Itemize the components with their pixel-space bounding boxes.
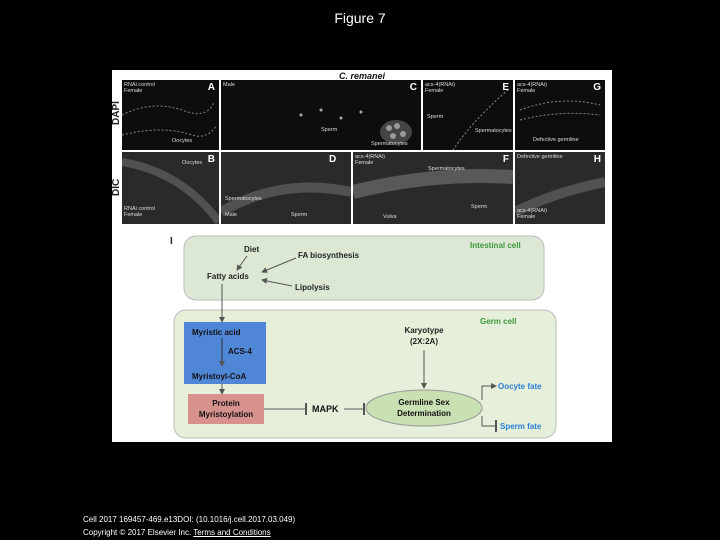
micrograph-panel-d: D Spermatocytes Male Sperm: [221, 152, 351, 224]
panel-b-line1: RNAi control: [124, 206, 155, 212]
micrograph-panel-h: Defective germline H acs-4(RNAi) Female: [515, 152, 605, 224]
karyotype-line2: (2X:2A): [410, 337, 438, 346]
karyotype-line1: Karyotype: [404, 326, 444, 335]
panel-a-letter: A: [207, 82, 215, 93]
protein-label-line2: Myristoylation: [199, 410, 253, 419]
myristic-acid-box: [184, 322, 266, 384]
micrograph-panel-f: acs-4(RNAi) Female F Spermatocytes Sperm…: [353, 152, 513, 224]
germline-line1: Germline Sex: [398, 398, 450, 407]
page-title: Figure 7: [334, 10, 386, 26]
diet-label: Diet: [244, 245, 259, 254]
panel-c-letter: C: [409, 82, 417, 93]
panel-b-letter: B: [207, 154, 215, 165]
pathway-diagram: I Intestinal cell Diet FA biosynthesis F…: [170, 235, 557, 439]
intestinal-cell-box: [183, 235, 545, 301]
panel-e-line1: acs-4(RNAi): [425, 82, 455, 88]
protein-label-line1: Protein: [212, 399, 240, 408]
panel-a-line1: RNAi control: [124, 82, 155, 88]
row-label-dic: DIC: [111, 178, 122, 196]
panel-b-top: Oocytes: [182, 160, 203, 166]
panel-e-letter: E: [502, 82, 509, 93]
micrograph-panel-b: Oocytes B RNAi control Female: [122, 152, 219, 224]
micrograph-panel-c: Male C Sperm Spermatocytes: [221, 80, 421, 150]
panel-g-line2: Female: [517, 88, 536, 94]
myristic-acid-label: Myristic acid: [192, 328, 241, 337]
panel-d-note1: Spermatocytes: [225, 196, 262, 202]
panel-f-note2: Sperm: [471, 204, 488, 210]
copyright-line: Copyright © 2017 Elsevier Inc. Terms and…: [83, 528, 271, 537]
panel-i-letter: I: [170, 236, 173, 247]
mapk-label: MAPK: [312, 404, 339, 414]
row-label-dapi: DAPI: [111, 101, 122, 125]
germline-outline: [519, 100, 601, 121]
germline-outline: [122, 101, 218, 137]
intestinal-cell-label: Intestinal cell: [470, 241, 521, 250]
panel-g-letter: G: [593, 82, 601, 93]
worm-body: [221, 182, 351, 217]
panel-c-line1: Male: [223, 82, 235, 88]
panel-f-letter: F: [502, 154, 509, 165]
lipolysis-label: Lipolysis: [295, 283, 330, 292]
oocyte-fate-label: Oocyte fate: [498, 382, 542, 391]
panel-d-line2: Female: [355, 160, 374, 166]
micrograph-panel-a: RNAi control Female A Oocytes: [122, 80, 219, 150]
panel-a-line2: Female: [124, 88, 143, 94]
panel-d-letter: D: [329, 154, 337, 165]
panel-e-note2: Spermatocytes: [475, 128, 512, 134]
panel-h-line2: Female: [517, 214, 536, 220]
panel-c-note1: Sperm: [321, 127, 338, 133]
micrograph-panel-e: acs-4(RNAi) Female E Sperm Spermatocytes: [423, 80, 513, 150]
germline-outline: [452, 89, 509, 150]
panel-f-note3: Vulva: [383, 214, 397, 220]
panel-g-line1: acs-4(RNAi): [517, 82, 547, 88]
acs4-label: ACS-4: [228, 347, 253, 356]
panel-g-note: Defective germline: [533, 137, 579, 143]
panel-h-top: Defective germline: [517, 154, 563, 160]
panel-a-note: Oocytes: [172, 138, 193, 144]
panel-h-letter: H: [593, 154, 601, 165]
sperm-fate-label: Sperm fate: [500, 422, 542, 431]
micrograph-panel-g: acs-4(RNAi) Female G Defective germline: [515, 80, 605, 150]
nuclei-cluster: [299, 108, 412, 144]
species-label: C. remanei: [338, 71, 386, 81]
fatty-acids-label: Fatty acids: [207, 272, 249, 281]
germ-cell-label: Germ cell: [480, 317, 516, 326]
panel-d-note2: Male: [225, 212, 237, 218]
worm-body: [122, 158, 219, 224]
protein-myristoylation-box: [188, 394, 264, 424]
worm-body: [353, 169, 513, 199]
panel-d-note3: Sperm: [291, 212, 308, 218]
citation: Cell 2017 169457-469.e13DOI: (10.1016/j.…: [83, 515, 296, 524]
panel-b-line2: Female: [124, 212, 143, 218]
worm-body: [515, 177, 605, 217]
myristoyl-coa-label: Myristoyl-CoA: [192, 372, 246, 381]
germline-sex-determination-ellipse: [365, 389, 483, 427]
copyright-text: Copyright © 2017 Elsevier Inc.: [83, 528, 192, 537]
terms-and-conditions-link[interactable]: Terms and Conditions: [193, 528, 271, 537]
panel-d-line1: acs-4(RNAi): [355, 154, 385, 160]
panel-e-line2: Female: [425, 88, 444, 94]
figure-7: C. remanei DAPI DIC RNAi control Female …: [111, 70, 612, 442]
panel-f-note1: Spermatocytes: [428, 166, 465, 172]
germline-line2: Determination: [397, 409, 451, 418]
panel-c-note2: Spermatocytes: [371, 141, 408, 147]
panel-h-line1: acs-4(RNAi): [517, 208, 547, 214]
fa-biosynthesis-label: FA biosynthesis: [298, 251, 360, 260]
panel-e-note1: Sperm: [427, 114, 444, 120]
